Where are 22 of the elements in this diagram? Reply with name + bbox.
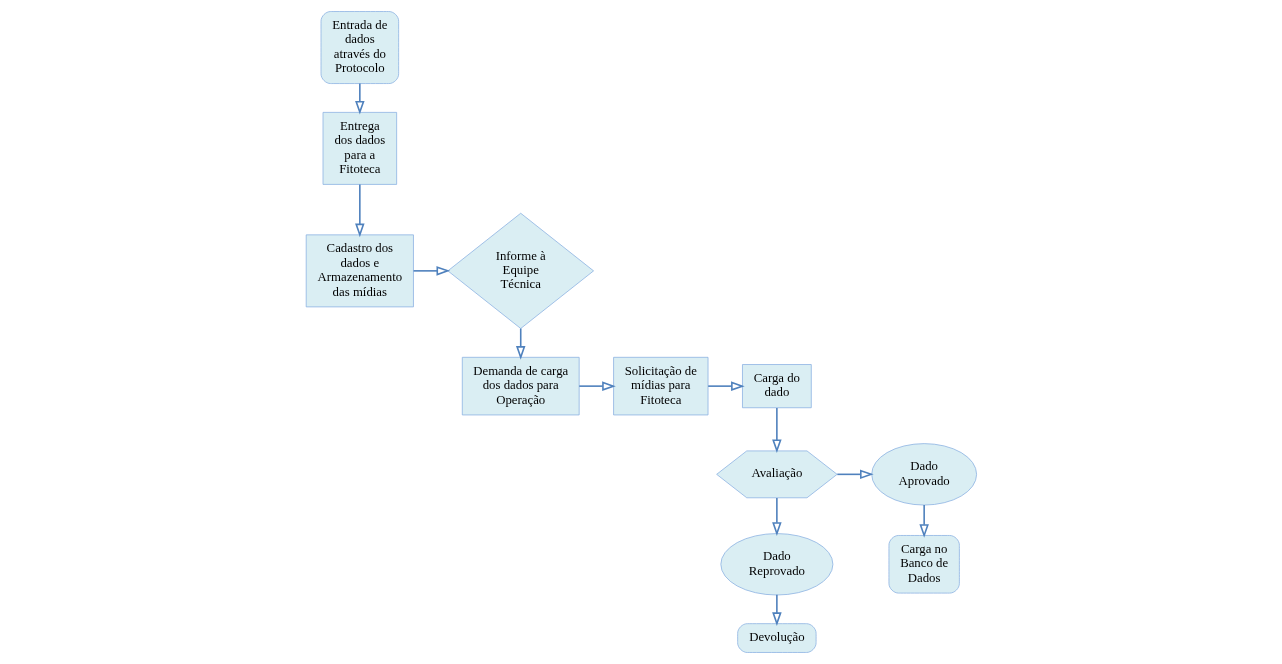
node-box: Carga no Banco de Dados — [888, 535, 960, 594]
arrow — [515, 327, 525, 360]
node-ellipse: Dado Aprovado — [870, 443, 977, 506]
node-box: Entrega dos dados para a Fitoteca — [322, 111, 397, 185]
node-box: Entrada de dados através do Protocolo — [320, 11, 399, 84]
node-diamond: Informe à Equipe Técnica — [447, 212, 594, 329]
node-ellipse: Dado Reprovado — [719, 533, 833, 596]
arrow — [918, 504, 929, 538]
arrow — [412, 266, 450, 276]
node-box: Demanda de carga dos dados para Operação — [461, 356, 580, 416]
node-box: Carga do dado — [741, 364, 812, 409]
arrow — [706, 381, 745, 391]
node-box: Solicitação de mídias para Fitoteca — [612, 356, 708, 416]
arrow — [836, 469, 874, 480]
node-box: Devolução — [736, 623, 816, 653]
arrow — [354, 183, 365, 238]
arrow — [771, 497, 782, 536]
arrow — [771, 407, 782, 454]
arrow — [577, 381, 616, 391]
arrow — [354, 82, 365, 115]
arrow — [771, 594, 782, 626]
node-box: Cadastro dos dados e Armazenamento das mídias — [305, 234, 414, 308]
